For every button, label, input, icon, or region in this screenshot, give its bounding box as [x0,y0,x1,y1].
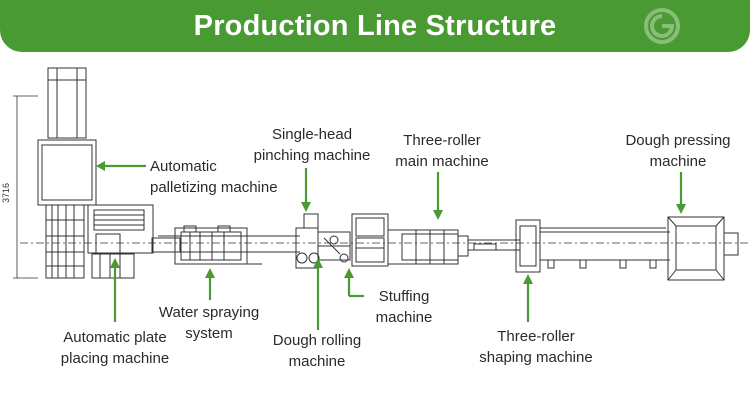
label-three-roller-shaping-machine: Three-roller shaping machine [474,326,598,368]
label-dough-rolling-line2: machine [288,353,346,370]
label-dough-rolling-machine: Dough rolling machine [262,330,372,372]
production-line-drawing [13,67,748,330]
label-plate-placing-line1: Automatic plate [63,329,167,346]
label-pinching-machine: Single-head pinching machine [252,124,372,166]
label-three-roller-main-line2: main machine [395,153,489,170]
label-pinching-line1: Single-head [271,126,353,143]
label-dough-pressing-machine: Dough pressing machine [618,130,738,172]
label-three-roller-shaping-line1: Three-roller [497,328,575,345]
three-roller-shaping-machine-drawing [515,219,670,273]
label-dough-rolling-line1: Dough rolling [272,332,362,349]
label-dough-pressing-line1: Dough pressing [625,132,731,149]
label-three-roller-main-line1: Three-roller [403,132,481,149]
dough-pressing-machine-drawing [667,216,739,281]
palletizing-machine-drawing [37,67,97,279]
label-plate-placing-machine: Automatic plate placing machine [50,327,180,369]
label-water-spraying-line1: Water spraying [158,304,260,321]
brand-logo-icon [644,8,680,44]
label-water-spraying-line2: system [185,325,233,342]
callout-arrows [96,161,686,330]
label-plate-placing-line2: placing machine [60,350,170,367]
water-spraying-system-drawing [158,225,300,265]
label-stuffing-machine: Stuffing machine [366,286,442,328]
label-stuffing-line2: machine [375,309,433,326]
label-three-roller-shaping-line2: shaping machine [479,349,593,366]
label-palletizing-machine: Automatic palletizing machine [150,156,278,198]
label-dough-pressing-line2: machine [649,153,707,170]
label-pinching-line2: pinching machine [253,147,371,164]
pinching-rolling-stuffing-drawing [295,213,389,269]
label-stuffing-line1: Stuffing [378,288,430,305]
title-banner: Production Line Structure [0,0,750,52]
label-water-spraying-system: Water spraying system [150,302,268,344]
three-roller-main-machine-drawing [387,229,520,265]
label-palletizing-line2: palletizing machine [150,179,278,196]
page-title: Production Line Structure [193,10,557,42]
label-palletizing-line1: Automatic [150,158,217,175]
label-three-roller-main-machine: Three-roller main machine [386,130,498,172]
plate-placing-machine-drawing [87,204,181,279]
